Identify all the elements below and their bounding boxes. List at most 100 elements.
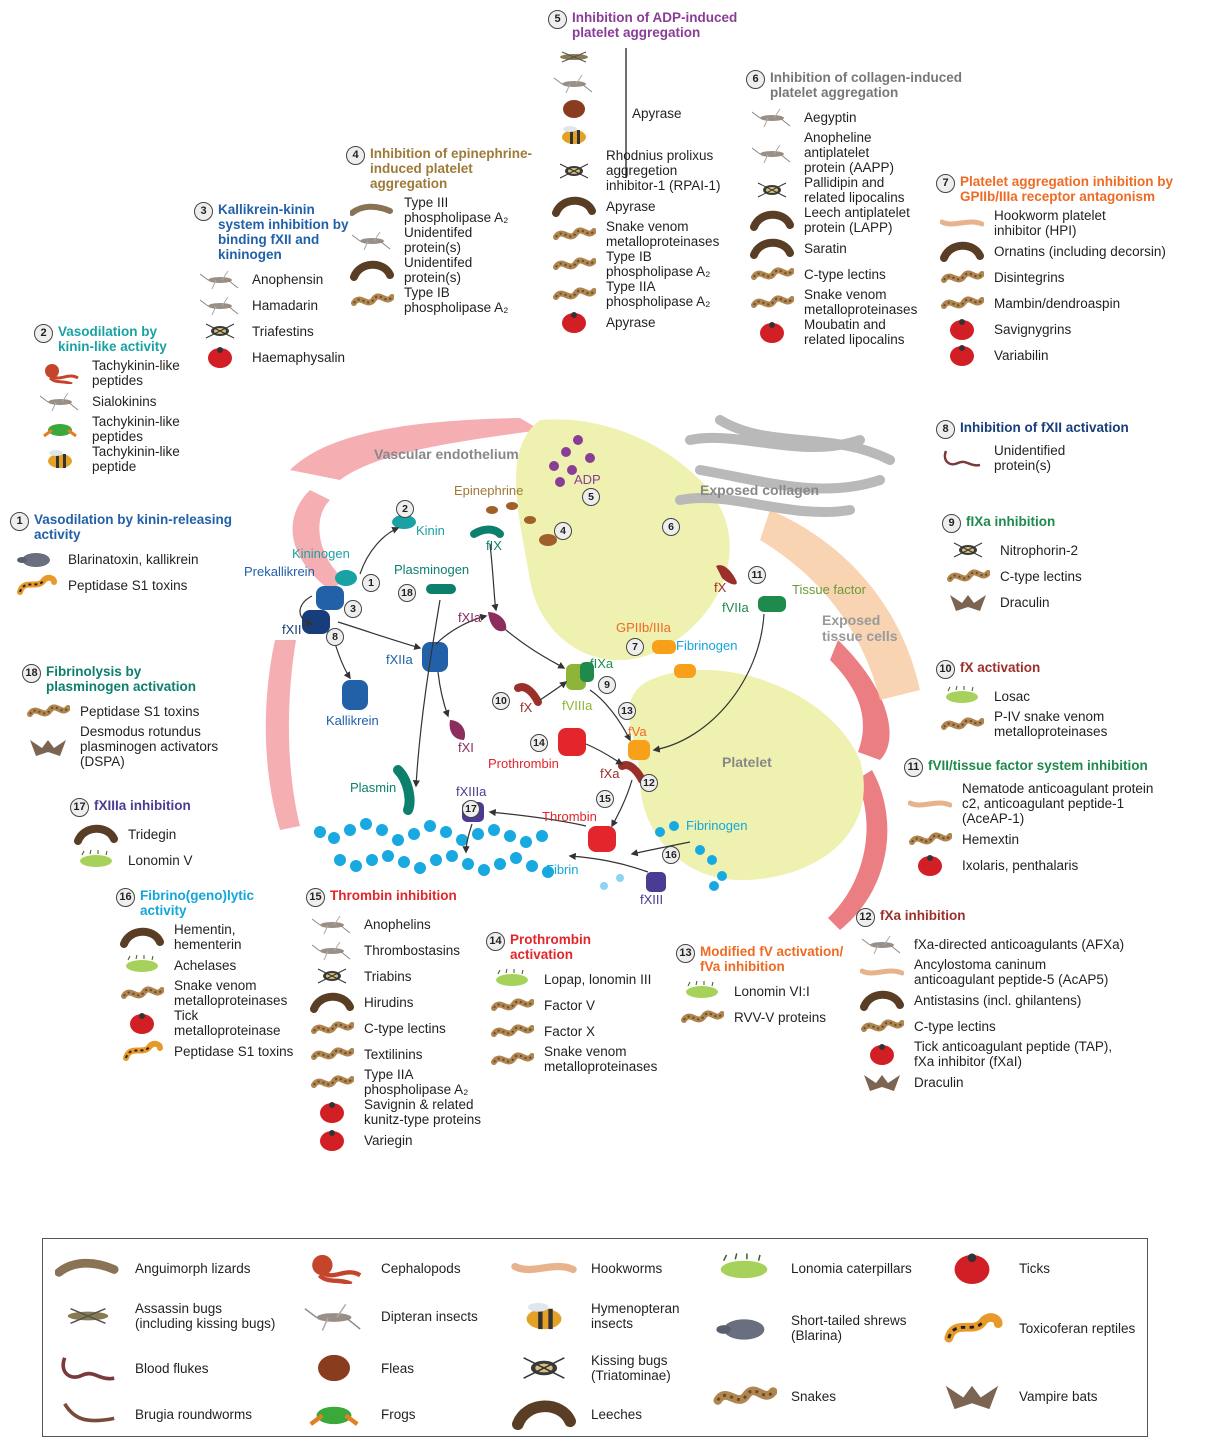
legend-label: Frogs xyxy=(381,1406,416,1422)
item-label: Hementin, hementerin xyxy=(174,922,242,952)
list-item: C-type lectins xyxy=(856,1013,1156,1039)
item-label: Anopheline antiplatelet protein (AAPP) xyxy=(804,130,895,175)
leech-icon xyxy=(306,990,358,1014)
item-label: Triafestins xyxy=(252,323,314,339)
caterpillar-icon xyxy=(707,1251,781,1285)
list-item: Ancylostoma caninum anticoagulant peptid… xyxy=(856,957,1156,987)
item-label: Draculin xyxy=(1000,594,1050,610)
mosquito-icon xyxy=(194,293,246,317)
mosquito-icon xyxy=(746,105,798,129)
item-label: Pallidipin and related lipocalins xyxy=(804,175,905,205)
list-item: Disintegrins xyxy=(936,264,1206,290)
group-number-badge: 12 xyxy=(856,908,875,927)
bee-icon xyxy=(548,123,600,147)
item-label: Anophensin xyxy=(252,271,324,287)
label-kinin: Kinin xyxy=(416,523,445,538)
label-gpiib: GPIIb/IIIa xyxy=(616,620,671,635)
toxicoferan-reptile-icon xyxy=(10,573,62,597)
list-item: Lonomin V xyxy=(70,847,245,873)
tick-icon xyxy=(194,345,246,369)
group-number-badge: 1 xyxy=(10,512,29,531)
assassin-bug-icon xyxy=(51,1299,125,1333)
item-label: Triabins xyxy=(364,968,412,984)
mosquito-icon xyxy=(856,932,908,956)
list-item: Snake venom metalloproteinases xyxy=(746,287,971,317)
legend-item: Dipteran insects xyxy=(297,1299,478,1333)
snake-icon xyxy=(486,993,538,1017)
item-label: Snake venom metalloproteinases xyxy=(544,1044,658,1074)
legend-label: Lonomia caterpillars xyxy=(791,1260,912,1276)
legend-label: Dipteran insects xyxy=(381,1308,478,1324)
group-number-badge: 4 xyxy=(346,146,365,165)
list-item: Haemaphysalin xyxy=(194,344,374,370)
list-item xyxy=(548,70,763,96)
list-item: Apyrase xyxy=(548,193,763,219)
mosquito-icon xyxy=(746,141,798,165)
label-kininogen: Kininogen xyxy=(292,546,350,561)
frog-icon xyxy=(297,1397,371,1431)
item-label: Unidentified protein(s) xyxy=(994,443,1066,473)
mosquito-icon xyxy=(34,389,86,413)
epinephrine-molecules xyxy=(486,502,557,546)
list-item: Nematode anticoagulant protein c2, antic… xyxy=(904,781,1184,826)
hookworm-icon xyxy=(856,960,908,984)
list-item: Type IIA phospholipase A₂ xyxy=(548,279,763,309)
list-item: Savignin & related kunitz-type proteins xyxy=(306,1097,496,1127)
group-title: Inhibition of ADP-induced platelet aggre… xyxy=(572,10,738,40)
adp-dots xyxy=(549,435,595,487)
legend-item: Brugia roundworms xyxy=(51,1397,252,1431)
snake-icon xyxy=(676,1005,728,1029)
list-item: Snake venom metalloproteinases xyxy=(116,978,321,1008)
item-label: P-IV snake venom metalloproteinases xyxy=(994,709,1108,739)
list-item: Ixolaris, penthalaris xyxy=(904,852,1184,878)
item-label: Losac xyxy=(994,688,1031,704)
tick-icon xyxy=(306,1100,358,1124)
item-label: Lonomin VI:I xyxy=(734,983,810,999)
list-item: Hamadarin xyxy=(194,292,374,318)
snake-icon xyxy=(116,981,168,1005)
snake-icon xyxy=(548,282,600,306)
label-fxia: fXIa xyxy=(458,610,482,625)
bee-icon xyxy=(507,1299,581,1333)
tick-icon xyxy=(746,320,798,344)
legend-item: Hymenopteran insects xyxy=(507,1299,680,1333)
list-item: fXa-directed anticoagulants (AFXa) xyxy=(856,931,1156,957)
hookworm-icon xyxy=(936,211,988,235)
item-label: Blarinatoxin, kallikrein xyxy=(68,551,199,567)
diagram-marker-14: 14 xyxy=(530,734,548,752)
legend-item: Frogs xyxy=(297,1397,416,1431)
group-number-badge: 6 xyxy=(746,70,765,89)
group-items: Unidentified protein(s) xyxy=(936,443,1161,473)
label-fva: fVa xyxy=(628,724,647,739)
list-item: Tick anticoagulant peptide (TAP), fXa in… xyxy=(856,1039,1156,1069)
list-item: Anophelins xyxy=(306,911,496,937)
tick-icon xyxy=(856,1042,908,1066)
item-label: fXa-directed anticoagulants (AFXa) xyxy=(914,936,1125,952)
list-item: Lonomin VI:I xyxy=(676,978,876,1004)
diagram-marker-3: 3 xyxy=(344,600,362,618)
legend-label: Snakes xyxy=(791,1388,837,1404)
label-fxa: fXa xyxy=(600,766,620,781)
snake-icon xyxy=(904,827,956,851)
item-label: Tachykinin-like peptides xyxy=(92,358,180,388)
item-label: Snake venom metalloproteinases xyxy=(174,978,288,1008)
list-item: Variabilin xyxy=(936,342,1206,368)
group-number-badge: 18 xyxy=(22,664,41,683)
kissing-bug-icon xyxy=(194,319,246,343)
tick-icon xyxy=(116,1011,168,1035)
label-epinephrine: Epinephrine xyxy=(454,483,524,498)
legend-label: Hymenopteran insects xyxy=(591,1301,680,1331)
item-label: C-type lectins xyxy=(804,266,886,282)
label-fx-right: fX xyxy=(714,580,727,595)
legend-label: Assassin bugs (including kissing bugs) xyxy=(135,1301,276,1331)
label-kallikrein: Kallikrein xyxy=(326,713,379,728)
group-number-badge: 2 xyxy=(34,324,53,343)
mosquito-icon xyxy=(548,71,600,95)
item-label: Type IIA phospholipase A₂ xyxy=(364,1067,469,1097)
